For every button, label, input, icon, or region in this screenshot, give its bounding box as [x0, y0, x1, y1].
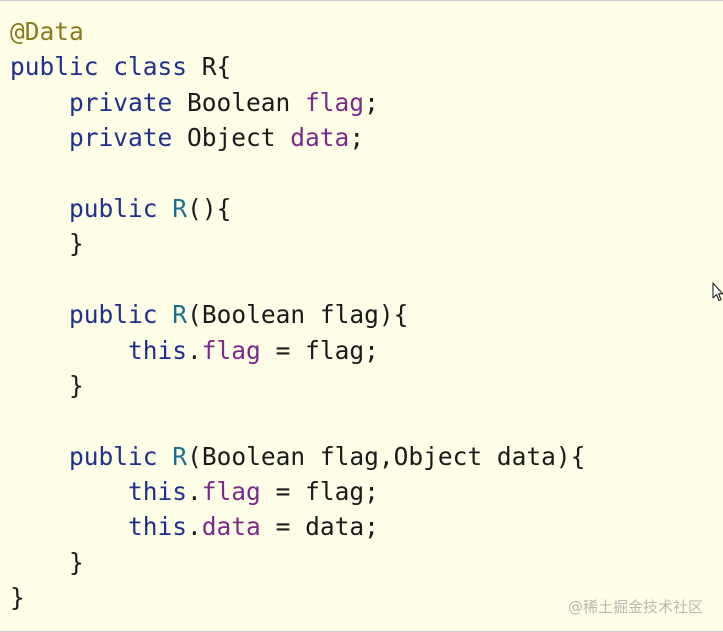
- code-indent: [10, 300, 69, 329]
- code-line: this.flag = flag;: [10, 474, 585, 509]
- code-line: public R(Boolean flag){: [10, 297, 585, 332]
- code-line: public class R{: [10, 49, 585, 84]
- code-line: [10, 156, 585, 191]
- code-token-txt: .: [187, 512, 202, 542]
- code-indent: [10, 123, 69, 152]
- code-line: }: [10, 545, 585, 580]
- code-token-mth: R: [172, 193, 188, 223]
- code-token-fld: data: [201, 512, 261, 542]
- code-line: @Data: [10, 14, 585, 49]
- code-line: }: [10, 368, 585, 403]
- code-indent: [10, 371, 69, 400]
- code-block[interactable]: @Data public class R{ private Boolean fla…: [10, 14, 585, 616]
- code-line: }: [10, 580, 585, 615]
- code-token-kw: this: [128, 512, 188, 542]
- code-token-txt: }: [69, 370, 84, 400]
- code-token-txt: R{: [187, 52, 232, 82]
- code-token-kw: private: [69, 123, 173, 153]
- mouse-pointer-icon: [712, 282, 723, 302]
- code-token-txt: }: [10, 583, 25, 613]
- code-indent: [10, 477, 128, 506]
- code-line: public R(Boolean flag,Object data){: [10, 439, 585, 474]
- code-token-txt: ;: [349, 123, 365, 153]
- code-line: [10, 262, 585, 297]
- code-line: private Object data;: [10, 120, 585, 155]
- code-line: private Boolean flag;: [10, 85, 585, 120]
- code-indent: [10, 512, 128, 541]
- code-token-txt: (){: [187, 193, 232, 223]
- code-token-txt: Object: [172, 123, 291, 153]
- code-token-txt: .: [187, 477, 202, 507]
- code-token-txt: = data;: [260, 512, 379, 542]
- code-indent: [10, 88, 69, 117]
- code-indent: [10, 229, 69, 258]
- code-token-txt: .: [187, 335, 202, 365]
- code-token-txt: [158, 194, 173, 223]
- code-token-kw: this: [128, 335, 188, 365]
- code-token-kw: public: [69, 441, 158, 471]
- code-token-txt: = flag;: [260, 335, 379, 365]
- code-token-fld: data: [290, 123, 350, 153]
- code-line: this.data = data;: [10, 509, 585, 544]
- code-indent: [10, 336, 128, 365]
- code-token-mth: R: [172, 441, 188, 471]
- code-token-txt: [99, 52, 114, 81]
- code-line: this.flag = flag;: [10, 333, 585, 368]
- code-token-txt: (Boolean flag){: [187, 300, 409, 330]
- code-token-txt: }: [69, 547, 84, 577]
- code-line: [10, 403, 585, 438]
- code-indent: [10, 442, 69, 471]
- code-token-txt: }: [69, 229, 84, 259]
- code-token-mth: R: [172, 300, 188, 330]
- code-token-fld: flag: [305, 87, 365, 117]
- watermark-text: @稀土掘金技术社区: [567, 598, 703, 616]
- code-token-kw: this: [128, 477, 188, 507]
- code-line: public R(){: [10, 191, 585, 226]
- code-token-kw: public: [69, 300, 158, 330]
- code-token-fld: flag: [201, 477, 261, 507]
- code-token-kw: public: [10, 52, 99, 82]
- code-token-kw: public: [69, 193, 158, 223]
- code-token-kw: class: [113, 52, 188, 82]
- code-line: }: [10, 226, 585, 261]
- code-indent: [10, 548, 69, 577]
- code-token-txt: [158, 442, 173, 471]
- code-token-fld: flag: [201, 335, 261, 365]
- code-indent: [10, 194, 69, 223]
- code-token-txt: = flag;: [260, 477, 379, 507]
- code-token-txt: ;: [364, 87, 379, 117]
- code-token-kw: private: [69, 87, 173, 117]
- code-token-txt: (Boolean flag,Object data){: [187, 441, 586, 471]
- code-token-txt: Boolean: [172, 87, 306, 117]
- code-token-ann: @Data: [10, 17, 84, 46]
- code-token-txt: [158, 300, 173, 329]
